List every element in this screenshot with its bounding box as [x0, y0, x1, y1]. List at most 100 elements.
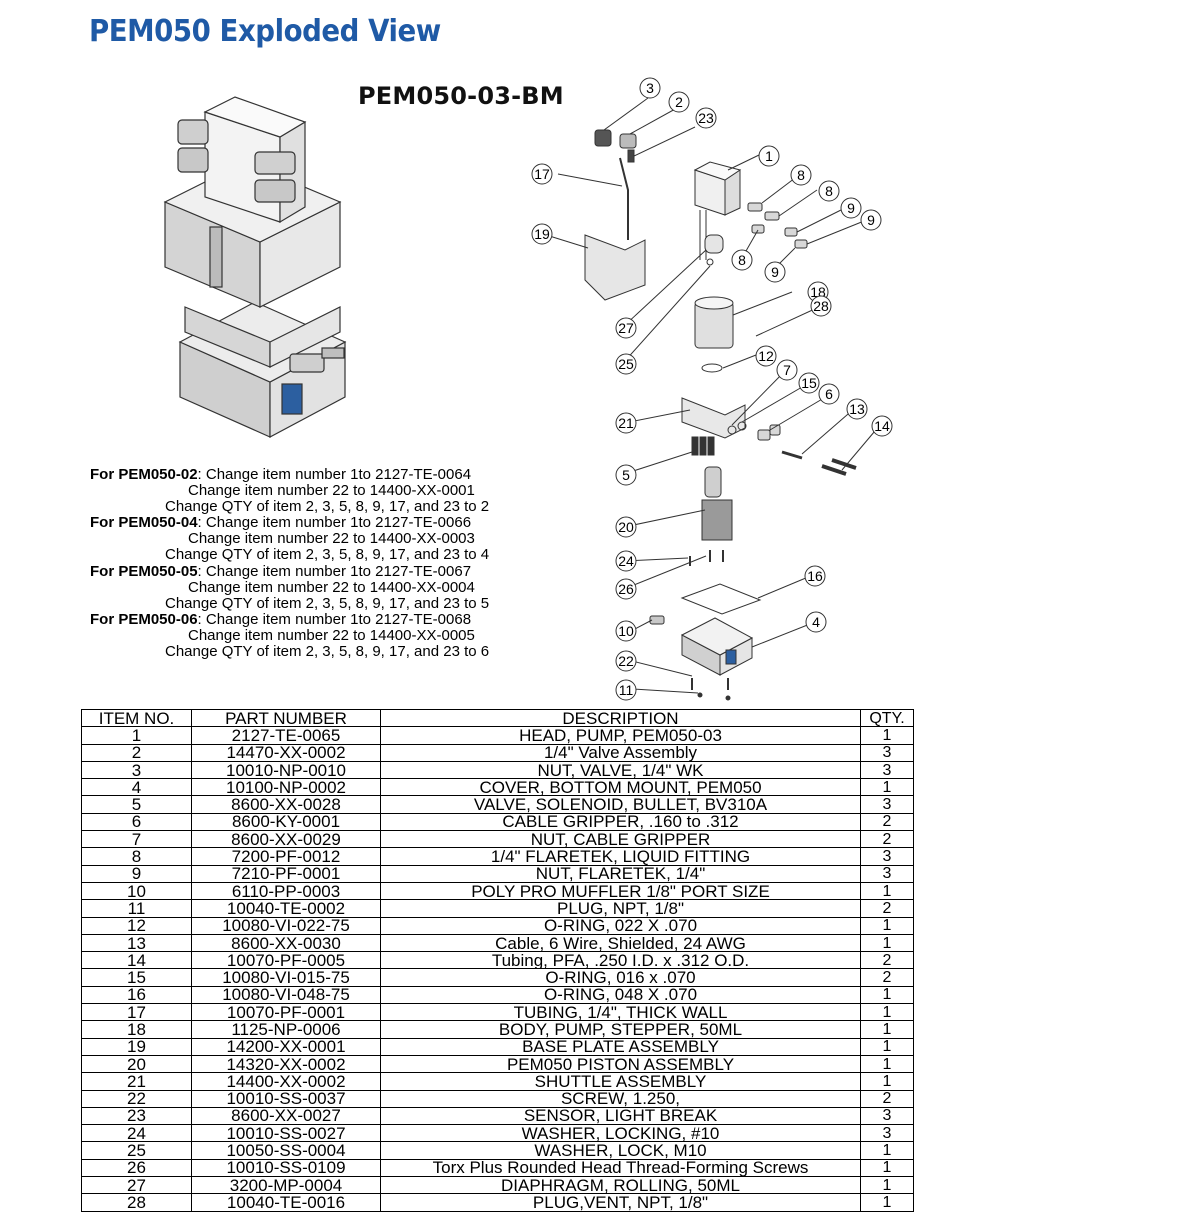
callout-circle [871, 415, 893, 437]
callout-number: 26 [618, 581, 634, 597]
callout-17: 17 [531, 163, 553, 185]
cell-qty: 3 [860, 1106, 914, 1126]
callout-circle [639, 77, 661, 99]
callout-9: 9 [840, 197, 862, 219]
cell-description: SHUTTLE ASSEMBLY [380, 1072, 861, 1091]
note-model-label: For PEM050-04 [90, 514, 198, 532]
cell-description: COVER, BOTTOM MOUNT, PEM050 [380, 778, 861, 797]
cell-description: NUT, CABLE GRIPPER [380, 830, 861, 849]
cell-description: 1/4" FLARETEK, LIQUID FITTING [380, 847, 861, 866]
table-header-row: ITEM NO. PART NUMBER DESCRIPTION QTY. [81, 708, 914, 728]
cell-qty: 1 [860, 1193, 914, 1212]
callout-24: 24 [615, 550, 637, 572]
cell-item-no: 15 [81, 968, 192, 987]
note-line: Change item number 22 to 14400-XX-0003 [90, 531, 550, 547]
callout-circle [860, 209, 882, 231]
cell-item-no: 5 [81, 795, 192, 814]
callout-number: 15 [801, 375, 817, 391]
callout-circle [840, 197, 862, 219]
callout-number: 11 [619, 682, 634, 698]
page-title: PEM050 Exploded View [89, 14, 441, 49]
callout-20: 20 [615, 516, 637, 538]
cell-part-number: 10080-VI-022-75 [191, 916, 381, 935]
cell-description: DIAPHRAGM, ROLLING, 50ML [380, 1176, 861, 1195]
cell-part-number: 10080-VI-015-75 [191, 968, 381, 987]
callout-circle [615, 679, 637, 701]
callout-14: 14 [871, 415, 893, 437]
cell-description: PEM050 PISTON ASSEMBLY [380, 1054, 861, 1074]
callout-circle [755, 345, 777, 367]
callout-2: 2 [668, 91, 690, 113]
callout-4: 4 [805, 611, 827, 633]
cell-qty: 3 [860, 864, 914, 883]
cell-item-no: 13 [81, 933, 192, 953]
cell-part-number: 10010-SS-0037 [191, 1089, 381, 1108]
cell-qty: 2 [860, 968, 914, 987]
callout-number: 21 [618, 415, 634, 431]
cell-description: 1/4" Valve Assembly [380, 743, 861, 762]
callout-circle [846, 398, 868, 420]
model-number: PEM050-03-BM [358, 82, 564, 110]
cell-part-number: 10070-PF-0001 [191, 1003, 381, 1022]
cell-description: PLUG, NPT, 1/8" [380, 899, 861, 918]
note-line: Change item number 22 to 14400-XX-0005 [90, 627, 550, 644]
cell-description: SCREW, 1.250, [380, 1089, 861, 1108]
callout-3: 3 [639, 77, 661, 99]
note-text: Change QTY of item 2, 3, 5, 8, 9, 17, an… [165, 643, 490, 661]
cell-item-no: 23 [81, 1106, 192, 1126]
cell-qty: 1 [860, 933, 914, 953]
note-line: For PEM050-04: Change item number 1to 21… [90, 515, 550, 531]
cell-description: O-RING, 016 x .070 [380, 968, 861, 987]
callout-circle [776, 359, 798, 381]
cell-part-number: 7200-PF-0012 [191, 847, 381, 866]
callout-number: 28 [813, 298, 829, 314]
cell-part-number: 8600-XX-0030 [191, 933, 381, 953]
note-line: Change QTY of item 2, 3, 5, 8, 9, 17, an… [90, 595, 550, 612]
callout-19: 19 [531, 223, 553, 245]
note-text: Change item number 22 to 14400-XX-0001 [188, 482, 475, 500]
callout-number: 8 [797, 167, 805, 183]
note-line: Change QTY of item 2, 3, 5, 8, 9, 17, an… [90, 643, 550, 661]
cell-part-number: 7210-PF-0001 [191, 864, 381, 883]
cell-part-number: 10070-PF-0005 [191, 951, 381, 970]
callout-25: 25 [615, 353, 637, 375]
callout-8: 8 [731, 249, 753, 271]
cell-item-no: 20 [81, 1054, 192, 1074]
cell-qty: 1 [860, 1158, 914, 1178]
callout-circle [805, 611, 827, 633]
cell-item-no: 24 [81, 1124, 192, 1143]
cell-part-number: 10100-NP-0002 [191, 778, 381, 797]
cell-part-number: 10050-SS-0004 [191, 1141, 381, 1160]
cell-part-number: 8600-XX-0029 [191, 830, 381, 849]
cell-part-number: 8600-XX-0028 [191, 795, 381, 814]
cell-item-no: 10 [81, 881, 192, 901]
column-header-part-number: PART NUMBER [191, 708, 381, 728]
note-line: Change QTY of item 2, 3, 5, 8, 9, 17, an… [90, 499, 550, 515]
cell-part-number: 1125-NP-0006 [191, 1020, 381, 1039]
cell-item-no: 4 [81, 778, 192, 797]
callout-26: 26 [615, 578, 637, 600]
cell-qty: 3 [860, 795, 914, 814]
note-text: : Change item number 1to 2127-TE-0067 [197, 562, 472, 580]
column-header-description: DESCRIPTION [380, 708, 861, 728]
cell-qty: 1 [860, 881, 914, 901]
cell-item-no: 7 [81, 830, 192, 849]
cell-item-no: 16 [81, 985, 192, 1005]
callout-number: 10 [618, 623, 634, 639]
